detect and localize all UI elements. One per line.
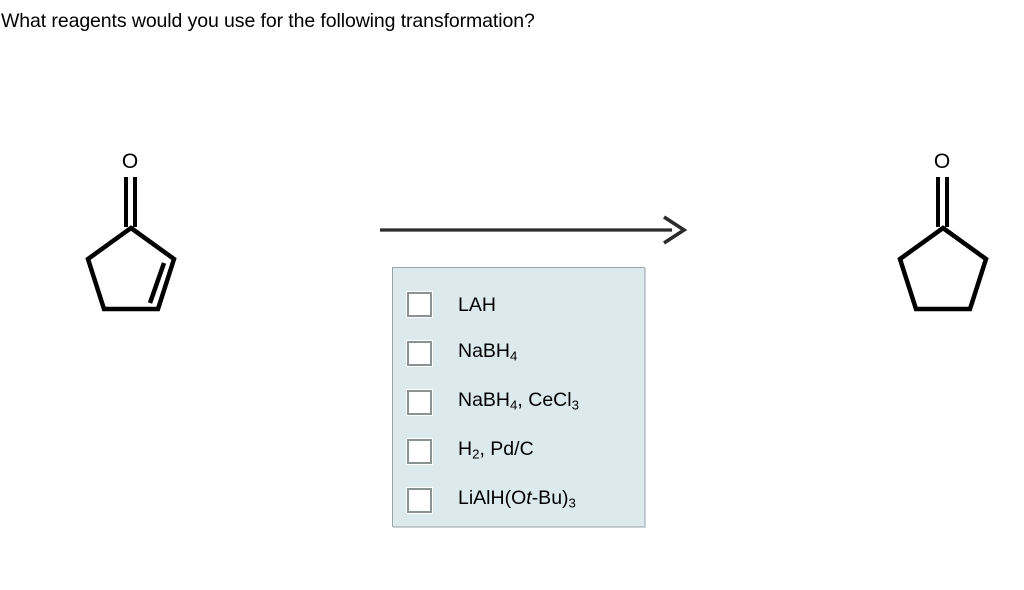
label-option-lialh-otbu3: LiAlH(Ot-Bu)3 <box>458 486 576 511</box>
option-row[interactable]: LAH <box>393 280 644 329</box>
option-row[interactable]: NaBH4 <box>393 329 644 378</box>
cyclopentene-ring-reactant <box>85 225 177 312</box>
reaction-arrow <box>372 212 692 257</box>
product-structure-cyclopentanone: O <box>872 135 1024 335</box>
label-option-nabh4-cecl3: NaBH4, CeCl3 <box>458 388 579 413</box>
checkbox-option-lah[interactable] <box>406 291 433 318</box>
oxygen-atom-label-product: O <box>934 150 950 173</box>
oxygen-atom-label-reactant: O <box>122 150 138 173</box>
label-option-nabh4: NaBH4 <box>458 339 518 364</box>
checkbox-option-nabh4[interactable] <box>406 340 433 367</box>
carbonyl-double-bond-reactant <box>124 177 137 227</box>
checkbox-option-nabh4-cecl3[interactable] <box>406 389 433 416</box>
page-title: What reagents would you use for the foll… <box>1 10 535 32</box>
label-option-lah: LAH <box>458 293 496 316</box>
cyclopentane-ring-product <box>897 225 989 312</box>
checkbox-option-lialh-otbu3[interactable] <box>406 487 433 514</box>
checkbox-option-h2-pdc[interactable] <box>406 438 433 465</box>
alkene-inner-bond-reactant <box>147 262 167 304</box>
option-row[interactable]: H2, Pd/C <box>393 427 644 476</box>
option-row[interactable]: NaBH4, CeCl3 <box>393 378 644 427</box>
carbonyl-double-bond-product <box>936 177 949 227</box>
reactant-structure-cyclopentenone: O <box>60 135 220 335</box>
arrow-head-icon <box>663 215 688 245</box>
label-option-h2-pdc: H2, Pd/C <box>458 437 534 462</box>
option-row[interactable]: LiAlH(Ot-Bu)3 <box>393 476 644 525</box>
